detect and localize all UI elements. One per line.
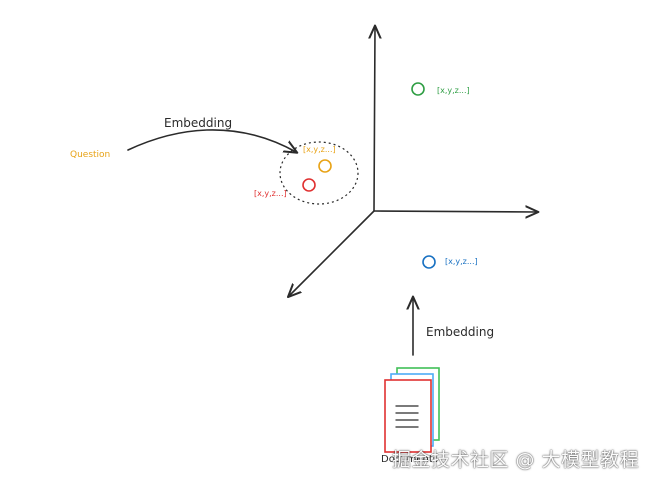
blue-vector-point <box>422 255 436 269</box>
question-vector-point <box>318 159 332 173</box>
y-axis <box>374 27 375 212</box>
document-stack-icon <box>384 367 440 453</box>
question-vector-label: [x,y,z...] <box>303 145 336 154</box>
blue-vector-label: [x,y,z...] <box>445 257 478 266</box>
document-sheet-red <box>384 379 432 453</box>
similarity-cluster-outline <box>279 141 359 205</box>
embedding-label-top: Embedding <box>164 116 232 130</box>
red-vector-point <box>302 178 316 192</box>
documents-label: Documents <box>381 454 438 465</box>
green-vector-point <box>411 82 425 96</box>
question-label: Question <box>70 150 110 160</box>
z-axis <box>289 210 375 296</box>
green-vector-label: [x,y,z...] <box>437 86 470 95</box>
x-axis <box>373 211 537 212</box>
red-vector-label: [x,y,z...] <box>254 189 287 198</box>
watermark: 掘金技术社区 @ 大模型教程 <box>392 449 640 471</box>
embedding-label-bottom: Embedding <box>426 325 494 339</box>
axes <box>289 27 537 296</box>
document-text-lines <box>395 405 419 428</box>
question-embedding-arrow <box>127 129 296 152</box>
